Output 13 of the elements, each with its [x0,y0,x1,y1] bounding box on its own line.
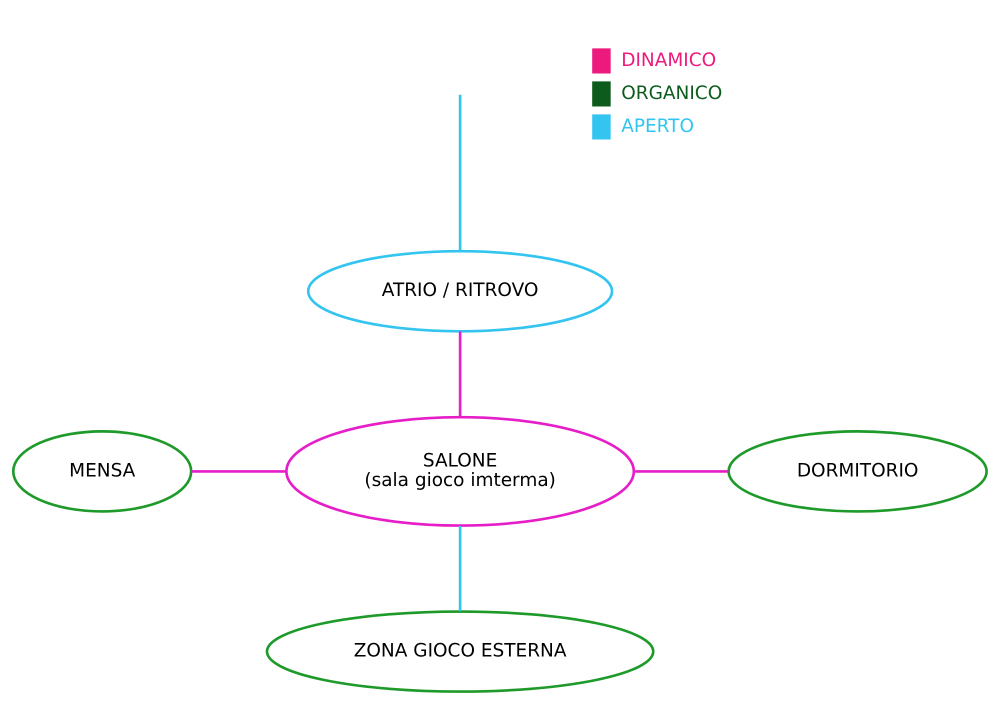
legend-label: APERTO [621,115,694,136]
node-ellipse: MENSA [12,430,192,512]
connector [191,470,286,472]
node-ellipse: SALONE (sala gioco imterma) [285,415,636,526]
connector [458,331,462,417]
legend-label: DINAMICO [621,49,716,70]
node-ellipse: DORMITORIO [727,430,988,512]
legend-label: ORGANICO [621,82,722,104]
node-ellipse: ZONA GIOCO ESTERNA [266,610,655,692]
node-ellipse: ATRIO / RITROVO [306,249,614,332]
connector [458,525,462,611]
connector [458,94,462,250]
connector [634,470,728,472]
